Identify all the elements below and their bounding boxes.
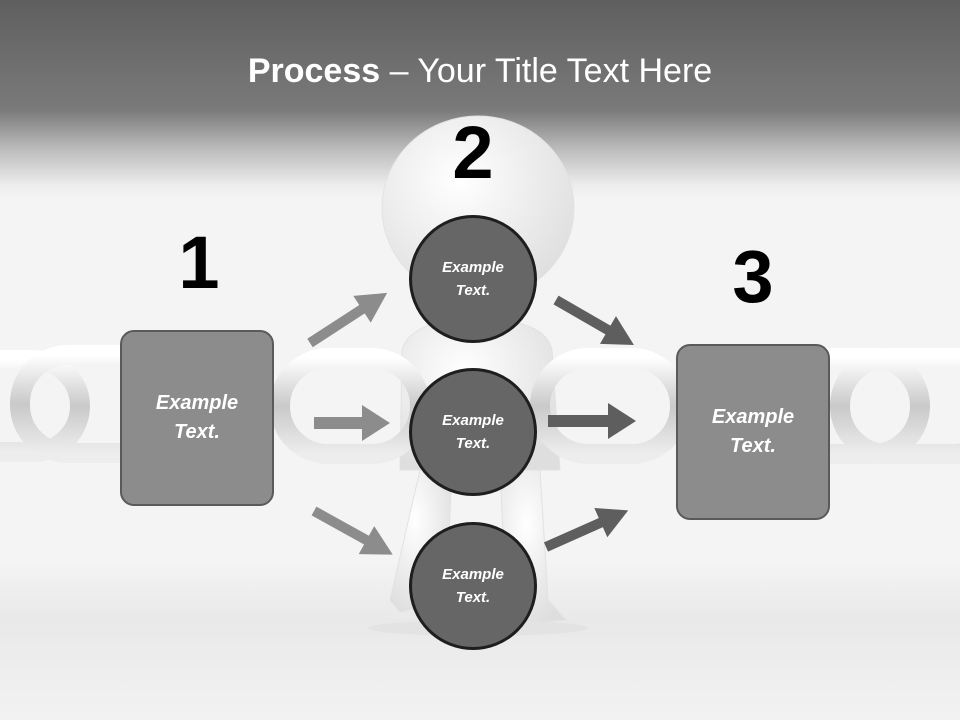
arrow-right-2 — [548, 403, 636, 439]
step-circle-top[interactable]: Example Text. — [409, 215, 537, 343]
title-bold: Process — [247, 52, 381, 90]
step-circle-middle-label: Example Text. — [442, 412, 504, 452]
arrows-left — [307, 292, 393, 555]
step-number-1: 1 — [178, 221, 220, 304]
step-box-1[interactable]: Example Text. — [120, 330, 274, 506]
slide-title: Process – Your Title Text Here — [0, 52, 960, 91]
step-circle-bottom-label: Example Text. — [442, 566, 504, 606]
arrow-right — [314, 405, 390, 441]
arrow-up-right — [307, 292, 388, 348]
step-circle-middle[interactable]: Example Text. — [409, 368, 537, 496]
arrow-down-right-2 — [553, 295, 634, 345]
arrow-down-right — [311, 506, 393, 555]
step-circle-top-label: Example Text. — [442, 259, 504, 299]
step-box-3-label: Example Text. — [711, 406, 795, 457]
title-rest: – Your Title Text Here — [380, 52, 713, 90]
step-box-3[interactable]: Example Text. — [676, 344, 830, 520]
arrow-up-right-2 — [543, 507, 629, 552]
step-circle-bottom[interactable]: Example Text. — [409, 522, 537, 650]
step-number-3: 3 — [732, 235, 774, 318]
step-box-1-label: Example Text. — [155, 392, 239, 443]
step-number-2: 2 — [452, 111, 494, 194]
arrows-right — [543, 295, 636, 552]
